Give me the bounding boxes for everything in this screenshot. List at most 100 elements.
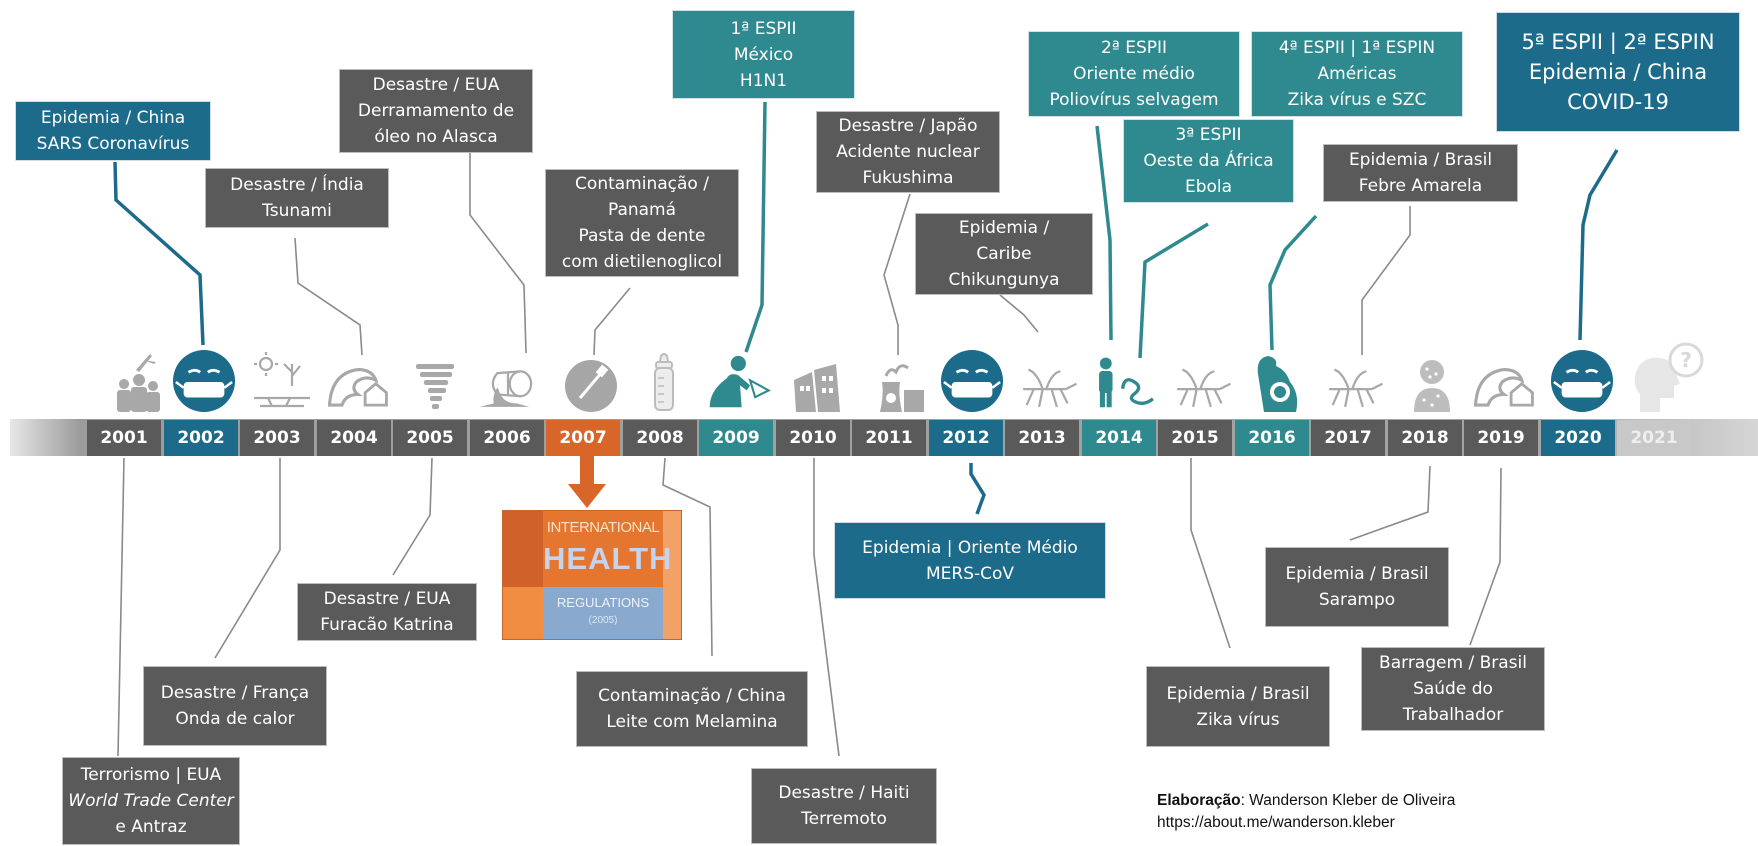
- flood-wave-icon: [326, 350, 390, 414]
- connector-2003-franca: [214, 458, 281, 659]
- event-line: Oeste da África: [1143, 151, 1274, 171]
- connector-2015: [1190, 458, 1231, 649]
- connector-2003-india: [294, 237, 363, 356]
- year-2001: 2001: [87, 420, 161, 456]
- connector-2017: [1361, 206, 1411, 355]
- event-line: óleo no Alasca: [374, 127, 498, 147]
- credit-block: Elaboração: Wanderson Kleber de Oliveira…: [1157, 790, 1455, 834]
- event-line: Furacão Katrina: [320, 615, 454, 635]
- event-2006-oilspill: Desastre / EUA Derramamento de óleo no Ala…: [339, 69, 533, 153]
- event-line: 4ª ESPII | 1ª ESPIN: [1278, 38, 1436, 58]
- masked-face-icon: [172, 349, 236, 414]
- masked-face-icon: [940, 349, 1004, 414]
- event-line: Panamá: [607, 200, 677, 220]
- year-2004: 2004: [317, 420, 391, 456]
- oil-barrel-spill-icon: [476, 350, 540, 414]
- event-line: Trabalhador: [1402, 705, 1504, 725]
- masked-face-icon: [1550, 349, 1614, 414]
- event-line: Derramamento de: [357, 101, 515, 121]
- year-2011: 2011: [852, 420, 926, 456]
- event-line: Desastre / EUA: [372, 75, 500, 95]
- year-2021: 2021: [1617, 420, 1691, 456]
- event-line: Epidemia / China: [40, 108, 186, 128]
- year-2010: 2010: [776, 420, 850, 456]
- event-line: Epidemia /: [958, 218, 1050, 238]
- event-line: Acidente nuclear: [836, 142, 980, 162]
- nuclear-plant-icon: [866, 350, 930, 414]
- event-line: Poliovírus selvagem: [1049, 90, 1219, 110]
- year-2016: 2016: [1235, 420, 1309, 456]
- connector-2012: [969, 463, 986, 515]
- year-2019: 2019: [1464, 420, 1538, 456]
- event-line: Terrorismo | EUA: [80, 765, 222, 785]
- event-line: Américas: [1317, 64, 1397, 84]
- year-2003: 2003: [240, 420, 314, 456]
- event-line: Contaminação /: [575, 174, 709, 194]
- year-2015: 2015: [1158, 420, 1232, 456]
- mother-and-baby-icon: [1246, 350, 1310, 414]
- ihr-cover-line4: (2005): [588, 615, 618, 626]
- measles-child-icon: [1400, 350, 1464, 414]
- sick-person-icon: [708, 350, 772, 414]
- year-2013: 2013: [1005, 420, 1079, 456]
- event-line: Chikungunya: [948, 270, 1060, 290]
- ihr-arrow: [568, 456, 606, 508]
- dam-wave-icon: [1472, 350, 1536, 414]
- connector-2016: [1268, 214, 1318, 351]
- event-line: Zika vírus e SZC: [1287, 90, 1427, 110]
- connector-2008: [662, 457, 713, 657]
- connector-2005: [392, 457, 433, 576]
- mosquito-icon: [1322, 350, 1386, 414]
- event-line: 2ª ESPII: [1100, 38, 1168, 58]
- year-2012: 2012: [929, 420, 1003, 456]
- event-line: Onda de calor: [175, 709, 295, 729]
- collapsed-buildings-icon: [784, 350, 848, 414]
- ihr-cover-line1: INTERNATIONAL: [546, 519, 660, 536]
- year-2014: 2014: [1082, 420, 1156, 456]
- heat-wave-icon: [250, 350, 314, 414]
- event-line: Epidemia / Brasil: [1285, 564, 1429, 584]
- mosquito-icon: [1170, 350, 1234, 414]
- event-line: Desastre / Japão: [838, 116, 978, 136]
- connector-2020: [1578, 149, 1619, 341]
- event-line: 3ª ESPII: [1175, 125, 1242, 145]
- event-line: Caribe: [976, 244, 1032, 264]
- connector-2014-polio: [1095, 125, 1113, 341]
- credit-label: Elaboração: [1157, 792, 1241, 809]
- event-line: com dietilenoglicol: [561, 252, 723, 272]
- event-line: Febre Amarela: [1358, 176, 1483, 196]
- event-line: MERS-CoV: [925, 563, 1015, 584]
- mosquito-icon: [1016, 350, 1080, 414]
- connector-2011: [883, 193, 911, 355]
- year-2020: 2020: [1541, 420, 1615, 456]
- event-line: H1N1: [739, 70, 788, 91]
- connector-2009: [744, 101, 767, 353]
- question-head-icon: ?: [1630, 342, 1704, 414]
- ihr-cover-line3: REGULATIONS: [556, 595, 650, 610]
- event-line: Oriente médio: [1073, 64, 1195, 84]
- connector-2007: [593, 287, 631, 356]
- event-line: México: [733, 44, 794, 65]
- credit-url: https://about.me/wanderson.kleber: [1157, 814, 1395, 831]
- year-2007: 2007: [546, 420, 620, 456]
- connector-2014-ebola: [1138, 222, 1209, 359]
- event-line: Desastre / Haiti: [778, 783, 910, 803]
- event-line: Epidemia | Oriente Médio: [862, 537, 1078, 558]
- event-line: Saúde do: [1413, 679, 1493, 699]
